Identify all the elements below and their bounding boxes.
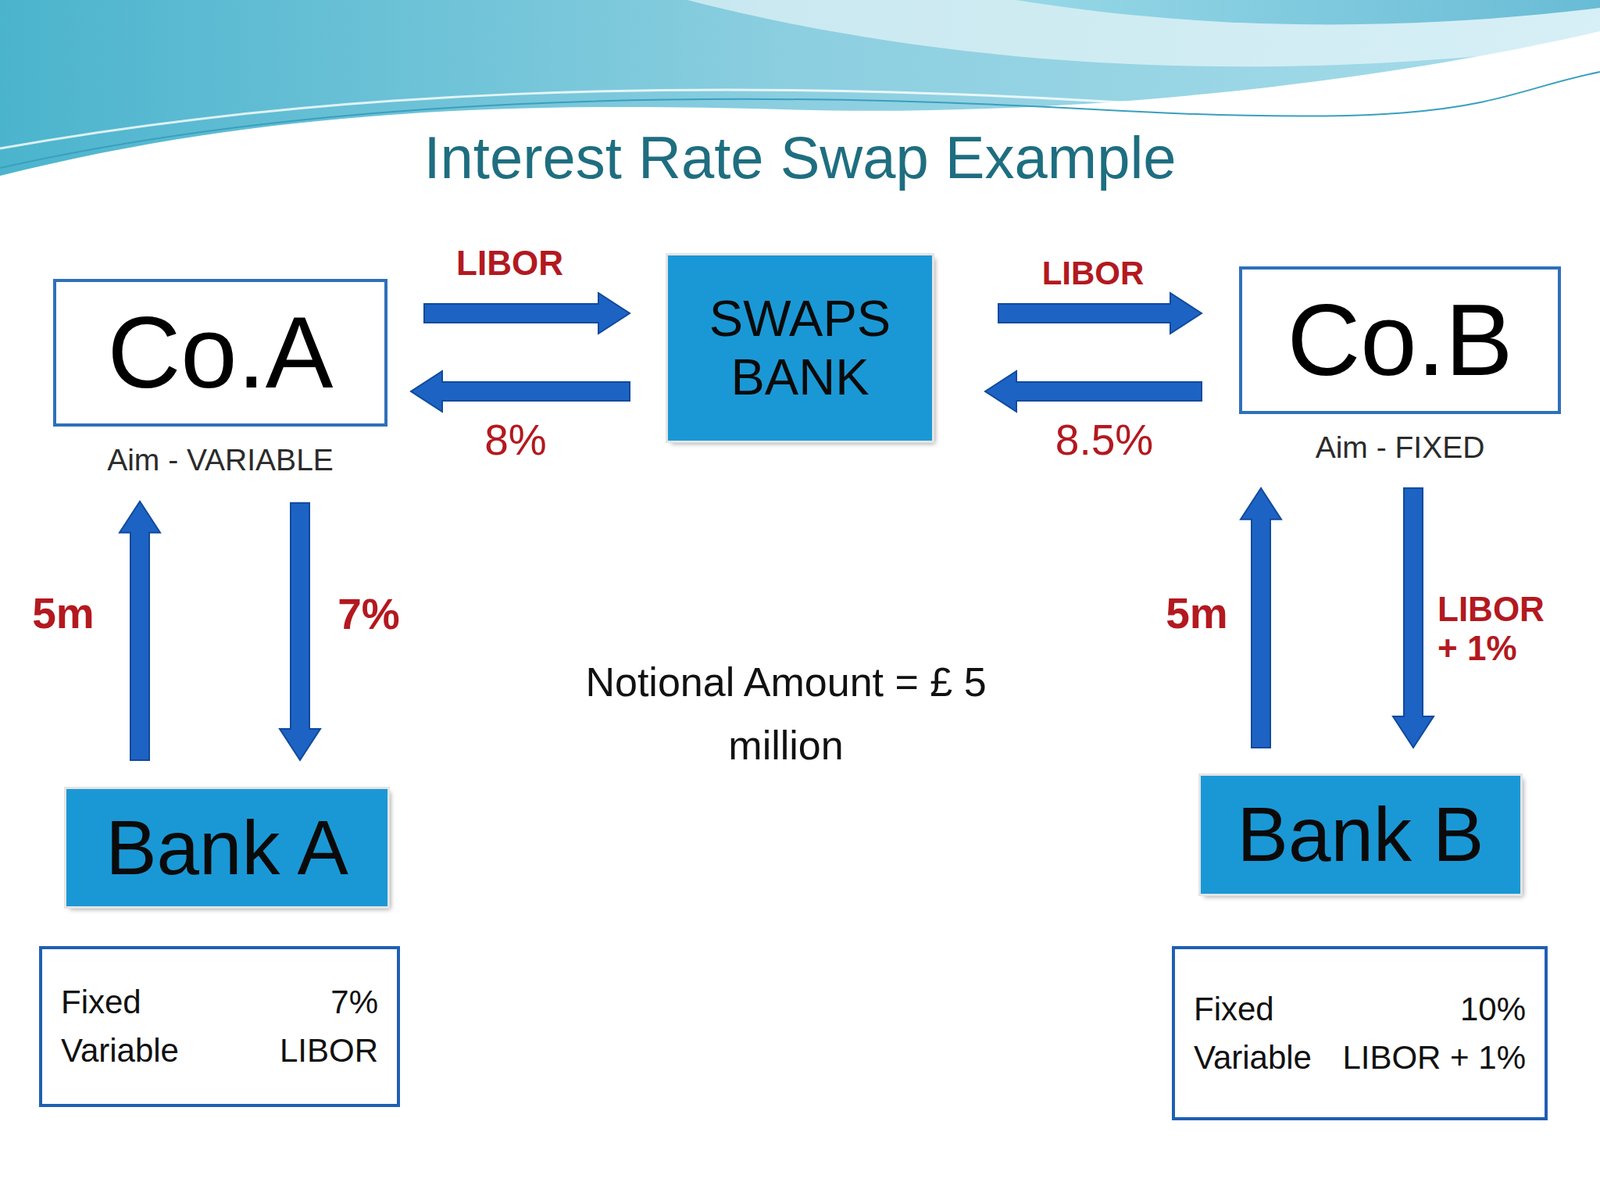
rate-kind: Fixed: [60, 978, 261, 1027]
flow-label: 5m: [32, 589, 95, 640]
company-name: Co.B: [1286, 284, 1513, 397]
flow-label: 5m: [1165, 589, 1229, 639]
rate-table-box: Fixed 7% Variable LIBOR: [39, 946, 400, 1108]
flow-label: 7%: [337, 590, 400, 640]
rate-value: LIBOR: [279, 1026, 379, 1075]
company-frame: Co.A: [53, 278, 388, 427]
aim-note: Aim - FIXED: [1315, 429, 1486, 467]
wave-swoosh: [687, 0, 1600, 67]
wave-swoosh: [1015, 0, 1600, 25]
rate-grid: Fixed 7% Variable LIBOR: [60, 978, 379, 1075]
block-arrow: [1392, 488, 1434, 748]
company-box: Co.A Aim - VARIABLE: [53, 278, 388, 479]
flow-label: LIBOR: [456, 243, 564, 284]
bank-name: Bank B: [1237, 790, 1485, 879]
rate-table-box: Fixed 10% Variable LIBOR + 1%: [1171, 946, 1548, 1121]
swaps-bank-box: SWAPS BANK: [667, 255, 933, 441]
flow-label: LIBOR + 1%: [1437, 589, 1555, 669]
rate-grid: Fixed 10% Variable LIBOR + 1%: [1193, 985, 1526, 1082]
company-frame: Co.B: [1239, 266, 1561, 415]
company-box: Co.B Aim - FIXED: [1239, 266, 1561, 467]
rate-value: 7%: [279, 978, 379, 1027]
bank-name: Bank A: [105, 803, 349, 893]
bank-box: Bank B: [1200, 775, 1521, 894]
bank-name: SWAPS BANK: [686, 289, 914, 408]
block-arrow: [998, 292, 1202, 334]
rate-value: 10%: [1342, 985, 1526, 1034]
rate-kind: Variable: [60, 1026, 261, 1075]
rate-kind: Variable: [1193, 1033, 1324, 1083]
block-arrow: [985, 371, 1202, 412]
bank-box: Bank A: [66, 789, 388, 907]
flow-label: 8%: [484, 415, 547, 465]
rate-value: LIBOR + 1%: [1342, 1033, 1526, 1083]
flow-label: LIBOR: [1042, 254, 1145, 293]
block-arrow: [1240, 488, 1282, 748]
notional-note: Notional Amount = £ 5 million: [575, 650, 997, 777]
block-arrow: [279, 503, 321, 761]
company-name: Co.A: [107, 296, 333, 409]
block-arrow: [424, 292, 630, 334]
block-arrow: [410, 371, 630, 412]
flow-label: 8.5%: [1055, 415, 1154, 465]
block-arrow: [119, 501, 161, 761]
rate-kind: Fixed: [1193, 985, 1324, 1034]
slide-title: Interest Rate Swap Example: [0, 121, 1600, 193]
aim-note: Aim - VARIABLE: [107, 442, 334, 479]
